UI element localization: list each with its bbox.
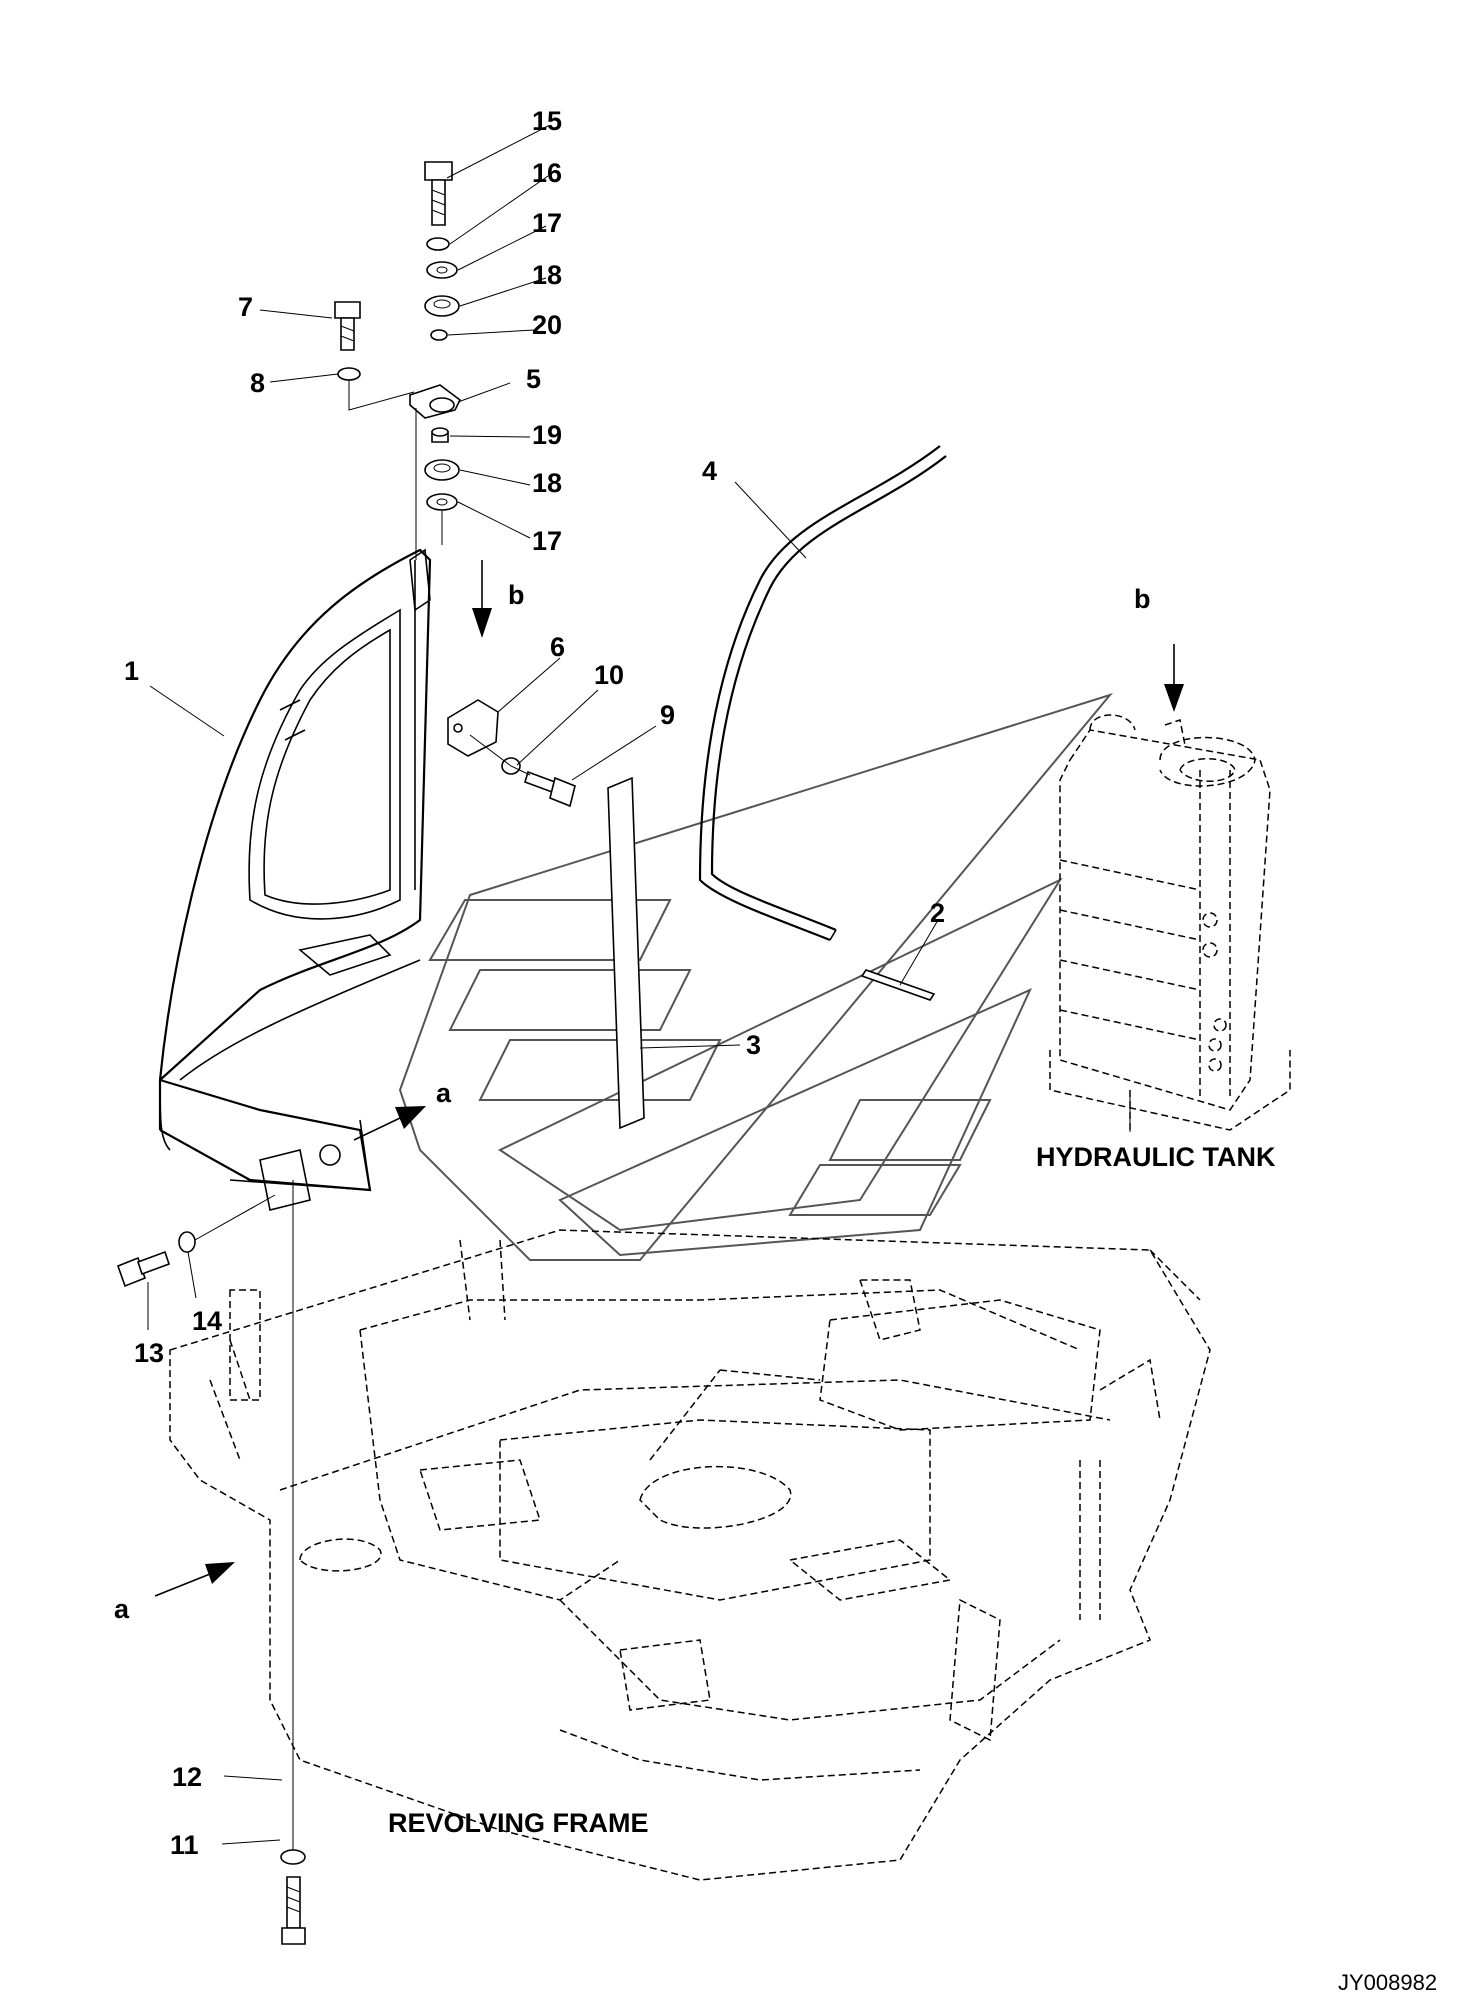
callout-10: 10 bbox=[594, 660, 624, 690]
label-revolving-frame: REVOLVING FRAME bbox=[388, 1808, 649, 1838]
view-marker-b-left: b bbox=[508, 580, 525, 610]
side-cover-panel bbox=[158, 548, 432, 1211]
callout-17-bottom: 17 bbox=[532, 526, 562, 556]
view-markers: b b a a bbox=[114, 580, 1151, 1624]
view-marker-b-right: b bbox=[1134, 584, 1151, 614]
callout-18-bottom: 18 bbox=[532, 468, 562, 498]
callout-1: 1 bbox=[124, 656, 139, 686]
callout-6: 6 bbox=[550, 632, 565, 662]
callout-5: 5 bbox=[526, 364, 541, 394]
watermark-logo bbox=[398, 693, 1113, 1261]
callout-20: 20 bbox=[532, 310, 562, 340]
drawing-code: JY008982 bbox=[1338, 1970, 1437, 1995]
seal-part3 bbox=[607, 776, 645, 1130]
callout-14: 14 bbox=[192, 1306, 222, 1336]
label-hydraulic-tank: HYDRAULIC TANK bbox=[1036, 1142, 1276, 1172]
view-marker-a-upper: a bbox=[436, 1078, 452, 1108]
leader-lines bbox=[147, 125, 1131, 1845]
seal-strip-part2 bbox=[860, 969, 936, 1001]
bracket-part6 bbox=[447, 699, 499, 757]
callout-2: 2 bbox=[930, 898, 945, 928]
callout-19: 19 bbox=[532, 420, 562, 450]
bolt-part9 bbox=[469, 734, 576, 808]
lower-fasteners bbox=[116, 1180, 306, 1945]
seal-part4 bbox=[698, 445, 947, 942]
callout-3: 3 bbox=[746, 1030, 761, 1060]
callout-8: 8 bbox=[250, 368, 265, 398]
callout-11: 11 bbox=[170, 1830, 199, 1860]
hydraulic-tank bbox=[1049, 714, 1291, 1131]
view-arrows bbox=[154, 560, 1184, 1597]
callout-18-top: 18 bbox=[532, 260, 562, 290]
callout-12: 12 bbox=[172, 1762, 202, 1792]
view-marker-a-lower: a bbox=[114, 1594, 130, 1624]
callout-13: 13 bbox=[134, 1338, 164, 1368]
fastener-stack bbox=[334, 161, 462, 560]
callout-numbers: 15 16 17 18 20 7 8 5 19 18 17 4 6 10 9 1… bbox=[124, 106, 945, 1860]
callout-17-top: 17 bbox=[532, 208, 562, 238]
callout-4: 4 bbox=[702, 456, 717, 486]
callout-7: 7 bbox=[238, 292, 253, 322]
callout-9: 9 bbox=[660, 700, 675, 730]
callout-16: 16 bbox=[532, 158, 562, 188]
callout-15: 15 bbox=[532, 106, 562, 136]
revolving-frame bbox=[169, 1229, 1211, 1881]
